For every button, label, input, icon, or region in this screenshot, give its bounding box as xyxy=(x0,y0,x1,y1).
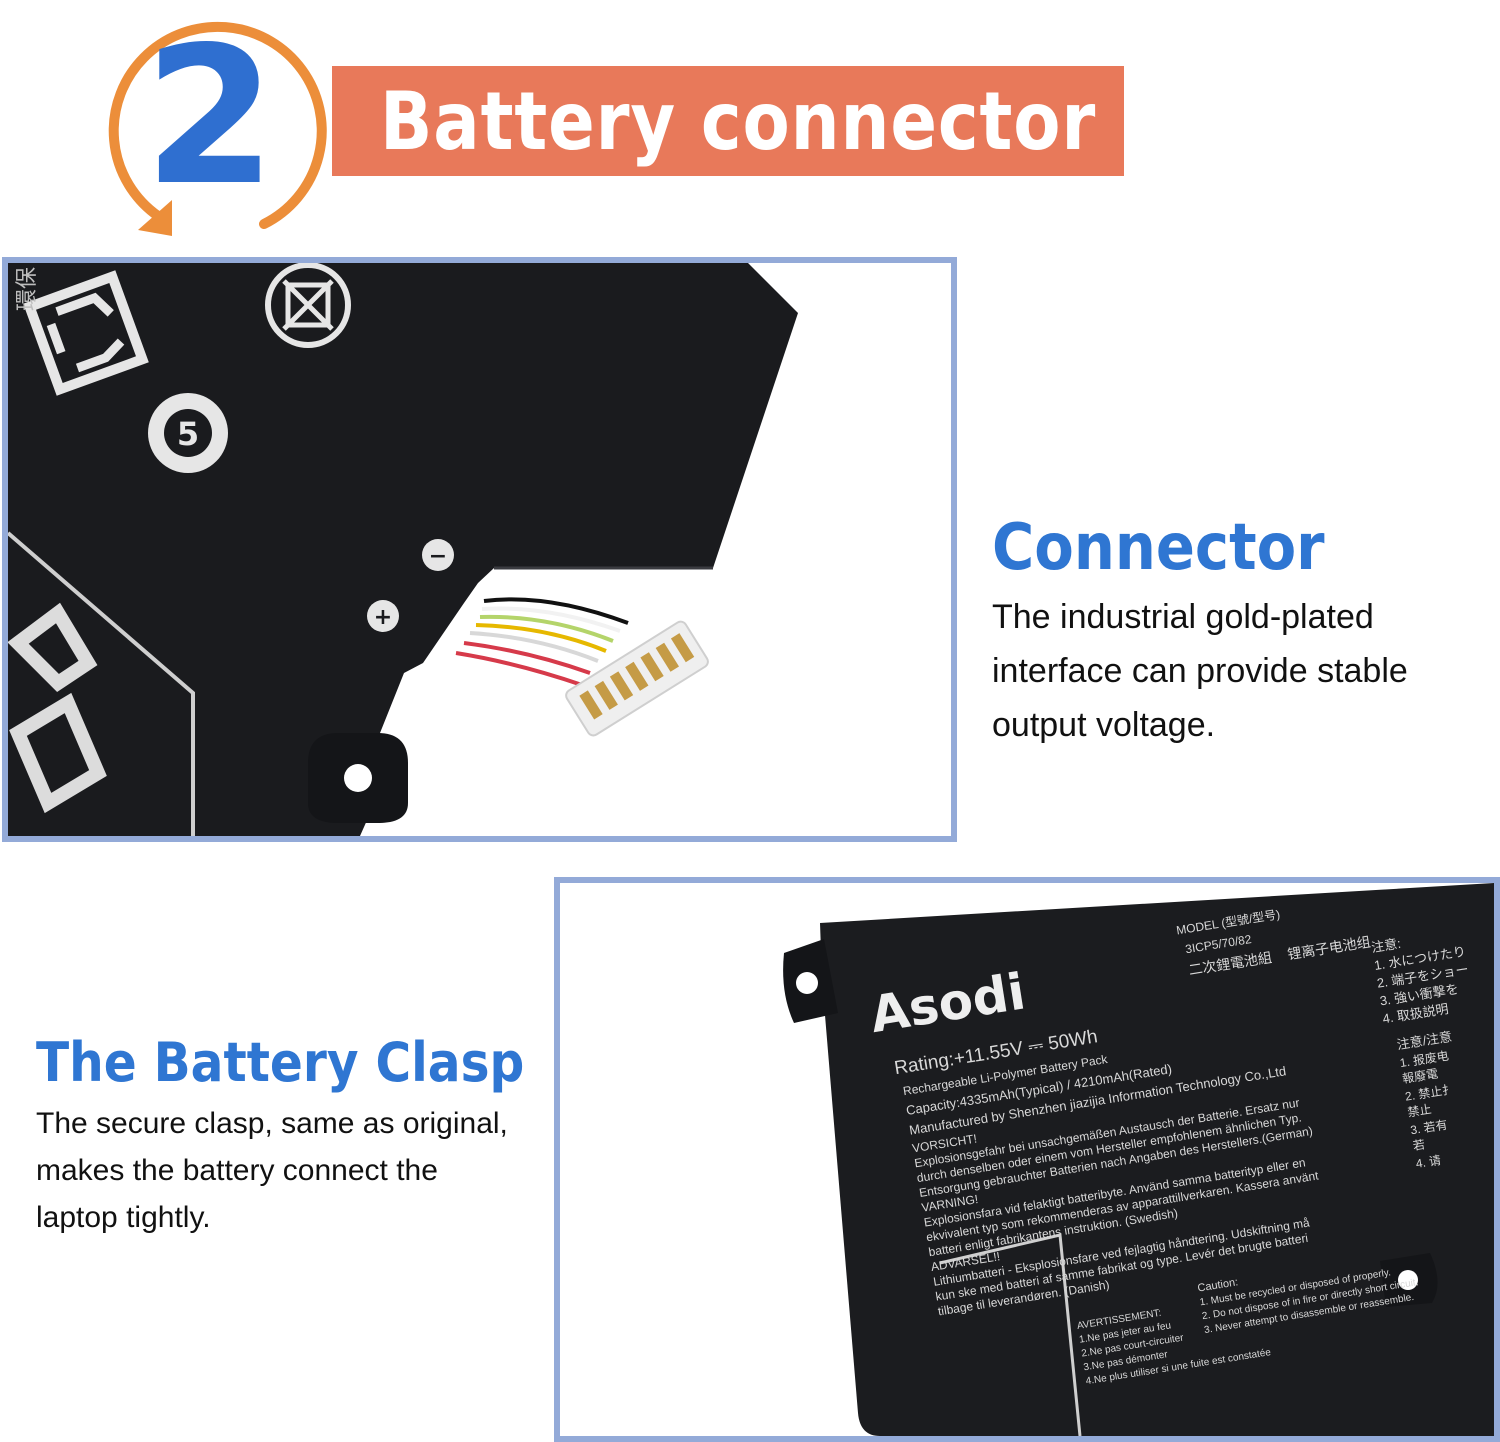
connector-description: The industrial gold-plated interface can… xyxy=(992,598,1408,744)
large-recycle-arrows-icon xyxy=(8,531,195,836)
recycle-5-icon: 5 xyxy=(148,393,228,473)
svg-text:注意:: 注意: xyxy=(1370,936,1402,955)
clasp-title: The Battery Clasp xyxy=(36,1031,525,1094)
clasp-description: The secure clasp, same as original, make… xyxy=(36,1107,508,1234)
svg-text:報廢電: 報廢電 xyxy=(1401,1066,1439,1086)
corner-text: 環保 xyxy=(15,267,40,311)
header-title: Battery connector xyxy=(380,75,1097,168)
crossed-bin-icon xyxy=(265,263,351,348)
battery-label-photo: Asodi MODEL (型號/型号) 3ICP5/70/82 二次鋰電池組 锂… xyxy=(554,877,1500,1442)
step-badge: 2 xyxy=(92,4,332,244)
minus-terminal-icon: − xyxy=(422,539,454,571)
svg-text:4. 请: 4. 请 xyxy=(1415,1153,1442,1171)
circular-arrow-icon xyxy=(108,21,327,229)
svg-text:5: 5 xyxy=(177,415,199,453)
battery-clasp xyxy=(783,939,838,1023)
connector-photo: 5 環保 − + xyxy=(2,257,957,842)
arrow-head-icon xyxy=(138,200,172,236)
connector-title: Connector xyxy=(992,511,1325,585)
step-number: 2 xyxy=(144,6,276,227)
svg-text:若: 若 xyxy=(1412,1137,1426,1153)
battery-body xyxy=(820,883,1494,1436)
svg-text:禁止: 禁止 xyxy=(1407,1102,1433,1120)
svg-text:−: − xyxy=(429,544,447,569)
svg-text:3. 若有: 3. 若有 xyxy=(1409,1118,1448,1138)
connector-plug xyxy=(565,620,709,737)
recycle-symbol-icon xyxy=(23,270,149,396)
plus-terminal-icon: + xyxy=(367,600,399,632)
connector-wires xyxy=(455,597,629,687)
svg-text:+: + xyxy=(374,605,392,630)
header-banner xyxy=(332,66,1124,176)
